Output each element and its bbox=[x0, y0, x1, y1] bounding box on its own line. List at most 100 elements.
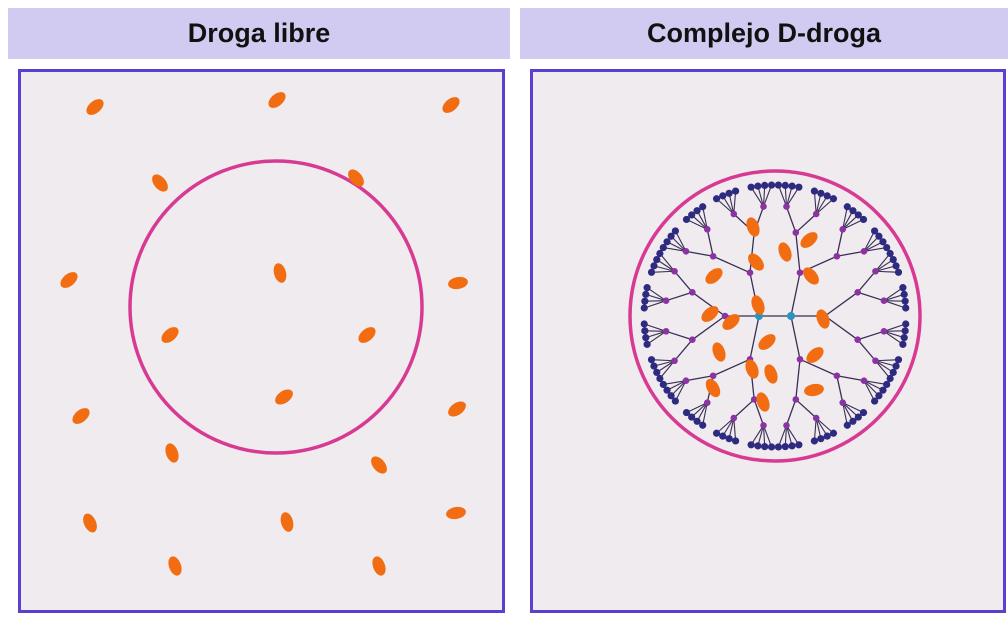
inner-node bbox=[703, 226, 711, 233]
cell-membrane-icon bbox=[628, 169, 922, 463]
surface-node bbox=[693, 207, 701, 215]
branch-line bbox=[795, 213, 817, 234]
surface-node bbox=[854, 211, 862, 219]
branch-line bbox=[777, 425, 788, 448]
surface-node bbox=[640, 304, 648, 312]
surface-node bbox=[653, 256, 661, 264]
inner-node bbox=[839, 399, 847, 406]
branch-line bbox=[863, 380, 876, 402]
inner-node bbox=[703, 399, 711, 406]
branch-line bbox=[733, 398, 755, 419]
branch-line bbox=[883, 330, 904, 345]
branch-line bbox=[750, 425, 764, 446]
surface-node bbox=[875, 392, 883, 400]
inner-node bbox=[671, 267, 678, 275]
branch-line bbox=[674, 270, 693, 293]
surface-node bbox=[663, 386, 671, 394]
inner-node bbox=[760, 203, 767, 210]
branch-line bbox=[665, 330, 693, 341]
free-drug-scene bbox=[60, 92, 468, 576]
branch-line bbox=[651, 359, 675, 362]
surface-node bbox=[667, 232, 675, 240]
surface-node bbox=[642, 334, 650, 342]
surface-node bbox=[643, 284, 651, 292]
surface-node bbox=[823, 192, 831, 200]
free-drug-frame bbox=[18, 69, 505, 613]
branch-line bbox=[659, 253, 675, 272]
drug-molecule-icon bbox=[273, 263, 287, 283]
branch-line bbox=[712, 358, 751, 377]
surface-node bbox=[650, 362, 658, 370]
surface-node bbox=[656, 249, 664, 258]
free-drug-panel: Droga libre bbox=[8, 8, 510, 613]
branch-line bbox=[863, 230, 876, 252]
branch-line bbox=[883, 287, 904, 302]
branch-line bbox=[786, 425, 800, 446]
inner-node bbox=[689, 336, 696, 344]
branch-line bbox=[712, 255, 751, 274]
drug-molecule-icon bbox=[722, 314, 740, 330]
surface-node bbox=[699, 421, 707, 429]
branch-line bbox=[750, 186, 764, 207]
branch-line bbox=[857, 291, 885, 302]
inner-node bbox=[662, 328, 670, 335]
surface-node bbox=[699, 203, 707, 211]
branch-line bbox=[795, 398, 817, 419]
surface-node bbox=[754, 182, 762, 190]
surface-node bbox=[843, 421, 851, 429]
surface-node bbox=[892, 262, 900, 270]
branch-line bbox=[790, 315, 801, 360]
branch-line bbox=[691, 315, 726, 341]
surface-node bbox=[788, 182, 796, 190]
branch-line bbox=[733, 191, 737, 215]
surface-node bbox=[795, 183, 803, 191]
surface-node bbox=[823, 432, 831, 440]
drug-molecule-icon bbox=[268, 92, 286, 108]
branch-line bbox=[674, 230, 687, 252]
inner-node bbox=[746, 269, 754, 276]
drug-molecule-icon bbox=[748, 253, 764, 271]
drug-molecule-icon bbox=[448, 401, 466, 417]
inner-node bbox=[860, 377, 868, 384]
drug-molecule-icon bbox=[60, 272, 78, 288]
branch-line bbox=[836, 229, 844, 257]
surface-node bbox=[719, 192, 727, 200]
branch-line bbox=[815, 198, 834, 215]
surface-node bbox=[886, 374, 894, 383]
drug-molecule-icon bbox=[152, 174, 168, 192]
branch-line bbox=[685, 375, 714, 382]
dendrimer-complex-panel: Complejo D-droga bbox=[520, 8, 1008, 613]
surface-node bbox=[671, 227, 679, 235]
surface-node bbox=[817, 189, 825, 197]
surface-node bbox=[900, 290, 908, 298]
surface-node bbox=[641, 297, 649, 305]
branch-line bbox=[646, 330, 667, 345]
inner-node bbox=[730, 414, 738, 422]
branch-line bbox=[733, 417, 737, 441]
branch-line bbox=[651, 270, 675, 273]
encapsulated-drugs bbox=[701, 217, 830, 412]
inner-node bbox=[872, 267, 879, 275]
drug-molecule-icon bbox=[705, 378, 721, 398]
drug-molecule-icon bbox=[165, 443, 179, 463]
surface-node bbox=[781, 442, 789, 451]
surface-node bbox=[902, 304, 910, 312]
surface-node bbox=[732, 437, 740, 445]
surface-node bbox=[767, 443, 776, 451]
surface-node bbox=[643, 340, 651, 348]
drug-molecule-icon bbox=[446, 506, 466, 520]
surface-node bbox=[843, 203, 851, 211]
inner-node bbox=[880, 328, 888, 335]
inner-node bbox=[682, 377, 690, 384]
drug-molecule-icon bbox=[372, 556, 386, 576]
drug-molecule-icon bbox=[280, 512, 294, 532]
surface-node bbox=[761, 442, 769, 451]
branch-line bbox=[836, 250, 865, 257]
branch-line bbox=[863, 247, 887, 252]
branch-line bbox=[842, 218, 864, 230]
surface-node bbox=[810, 437, 818, 445]
drug-molecule-icon bbox=[442, 97, 460, 113]
surface-node bbox=[894, 268, 903, 276]
surface-node bbox=[725, 189, 733, 197]
surface-node bbox=[747, 183, 755, 191]
